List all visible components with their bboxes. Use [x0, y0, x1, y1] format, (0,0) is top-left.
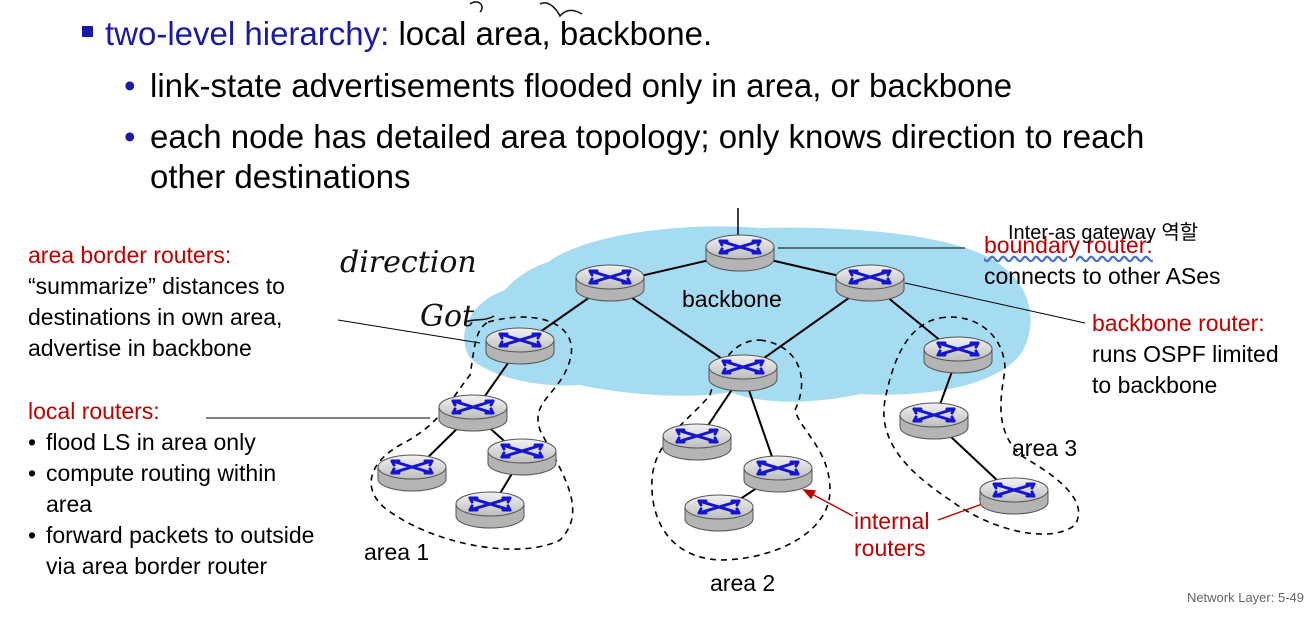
handwriting-got: Got	[420, 299, 475, 334]
router-area3-a	[898, 401, 970, 441]
router-area2-c	[683, 493, 755, 533]
router-area1-border	[484, 326, 556, 366]
area2-outline	[651, 339, 831, 561]
router-backbone-left	[574, 263, 646, 303]
internal-routers-line-1: internal	[854, 508, 930, 534]
local-item-2: •compute routing within	[28, 460, 277, 486]
router-area3-b	[978, 476, 1050, 516]
area-border-line-3: advertise in backbone	[28, 335, 252, 361]
dot-bullet-icon: •	[124, 67, 136, 104]
footer-page-number: Network Layer: 5-49	[1186, 590, 1304, 605]
boundary-router-title: boundary router:	[984, 232, 1153, 258]
backbone-router-line-1: runs OSPF limited	[1092, 341, 1279, 367]
handwriting-direction: direction	[340, 245, 477, 280]
boundary-router-desc: connects to other ASes	[984, 263, 1221, 289]
local-routers-title: local routers:	[28, 398, 160, 424]
bullet-main: two-level hierarchy: local area, backbon…	[82, 14, 712, 54]
local-item-3: •forward packets to outside	[28, 522, 315, 548]
local-item-1: •flood LS in area only	[28, 429, 256, 455]
area2-label: area 2	[710, 570, 776, 596]
area-border-line-2: destinations in own area,	[28, 304, 283, 330]
backbone-label: backbone	[682, 286, 782, 312]
router-boundary	[704, 233, 776, 273]
router-backbone-center	[707, 353, 779, 393]
annotation-gateway: Inter-as gateway 역할	[1008, 222, 1199, 244]
area3-label: area 3	[1012, 435, 1078, 461]
dot-bullet-icon: •	[124, 118, 136, 155]
bullet-sub-2: •each node has detailed area topology; o…	[124, 118, 1145, 155]
area1-label: area 1	[364, 539, 430, 565]
router-area2-b	[742, 454, 814, 494]
local-item-3-cont: via area border router	[46, 553, 268, 579]
local-item-2-cont: area	[46, 491, 93, 517]
area-border-line-1: “summarize” distances to	[28, 273, 285, 299]
square-bullet-icon	[82, 26, 93, 37]
router-area1-b	[486, 437, 558, 477]
router-area2-a	[661, 422, 733, 462]
area3-outline	[883, 316, 1080, 535]
bullet-sub-2-cont: other destinations	[150, 158, 411, 195]
router-area1-a	[376, 453, 448, 493]
internal-routers-line-2: routers	[854, 535, 926, 561]
backbone-router-title: backbone router:	[1092, 310, 1265, 336]
area-border-title: area border routers:	[28, 242, 232, 268]
router-area1-c	[454, 490, 526, 530]
router-area1-local	[437, 393, 509, 433]
router-backbone-right	[834, 263, 906, 303]
backbone-router-line-2: to backbone	[1092, 372, 1218, 398]
bullet-sub-1: •link-state advertisements flooded only …	[124, 67, 1013, 104]
router-area3-border	[922, 335, 994, 375]
